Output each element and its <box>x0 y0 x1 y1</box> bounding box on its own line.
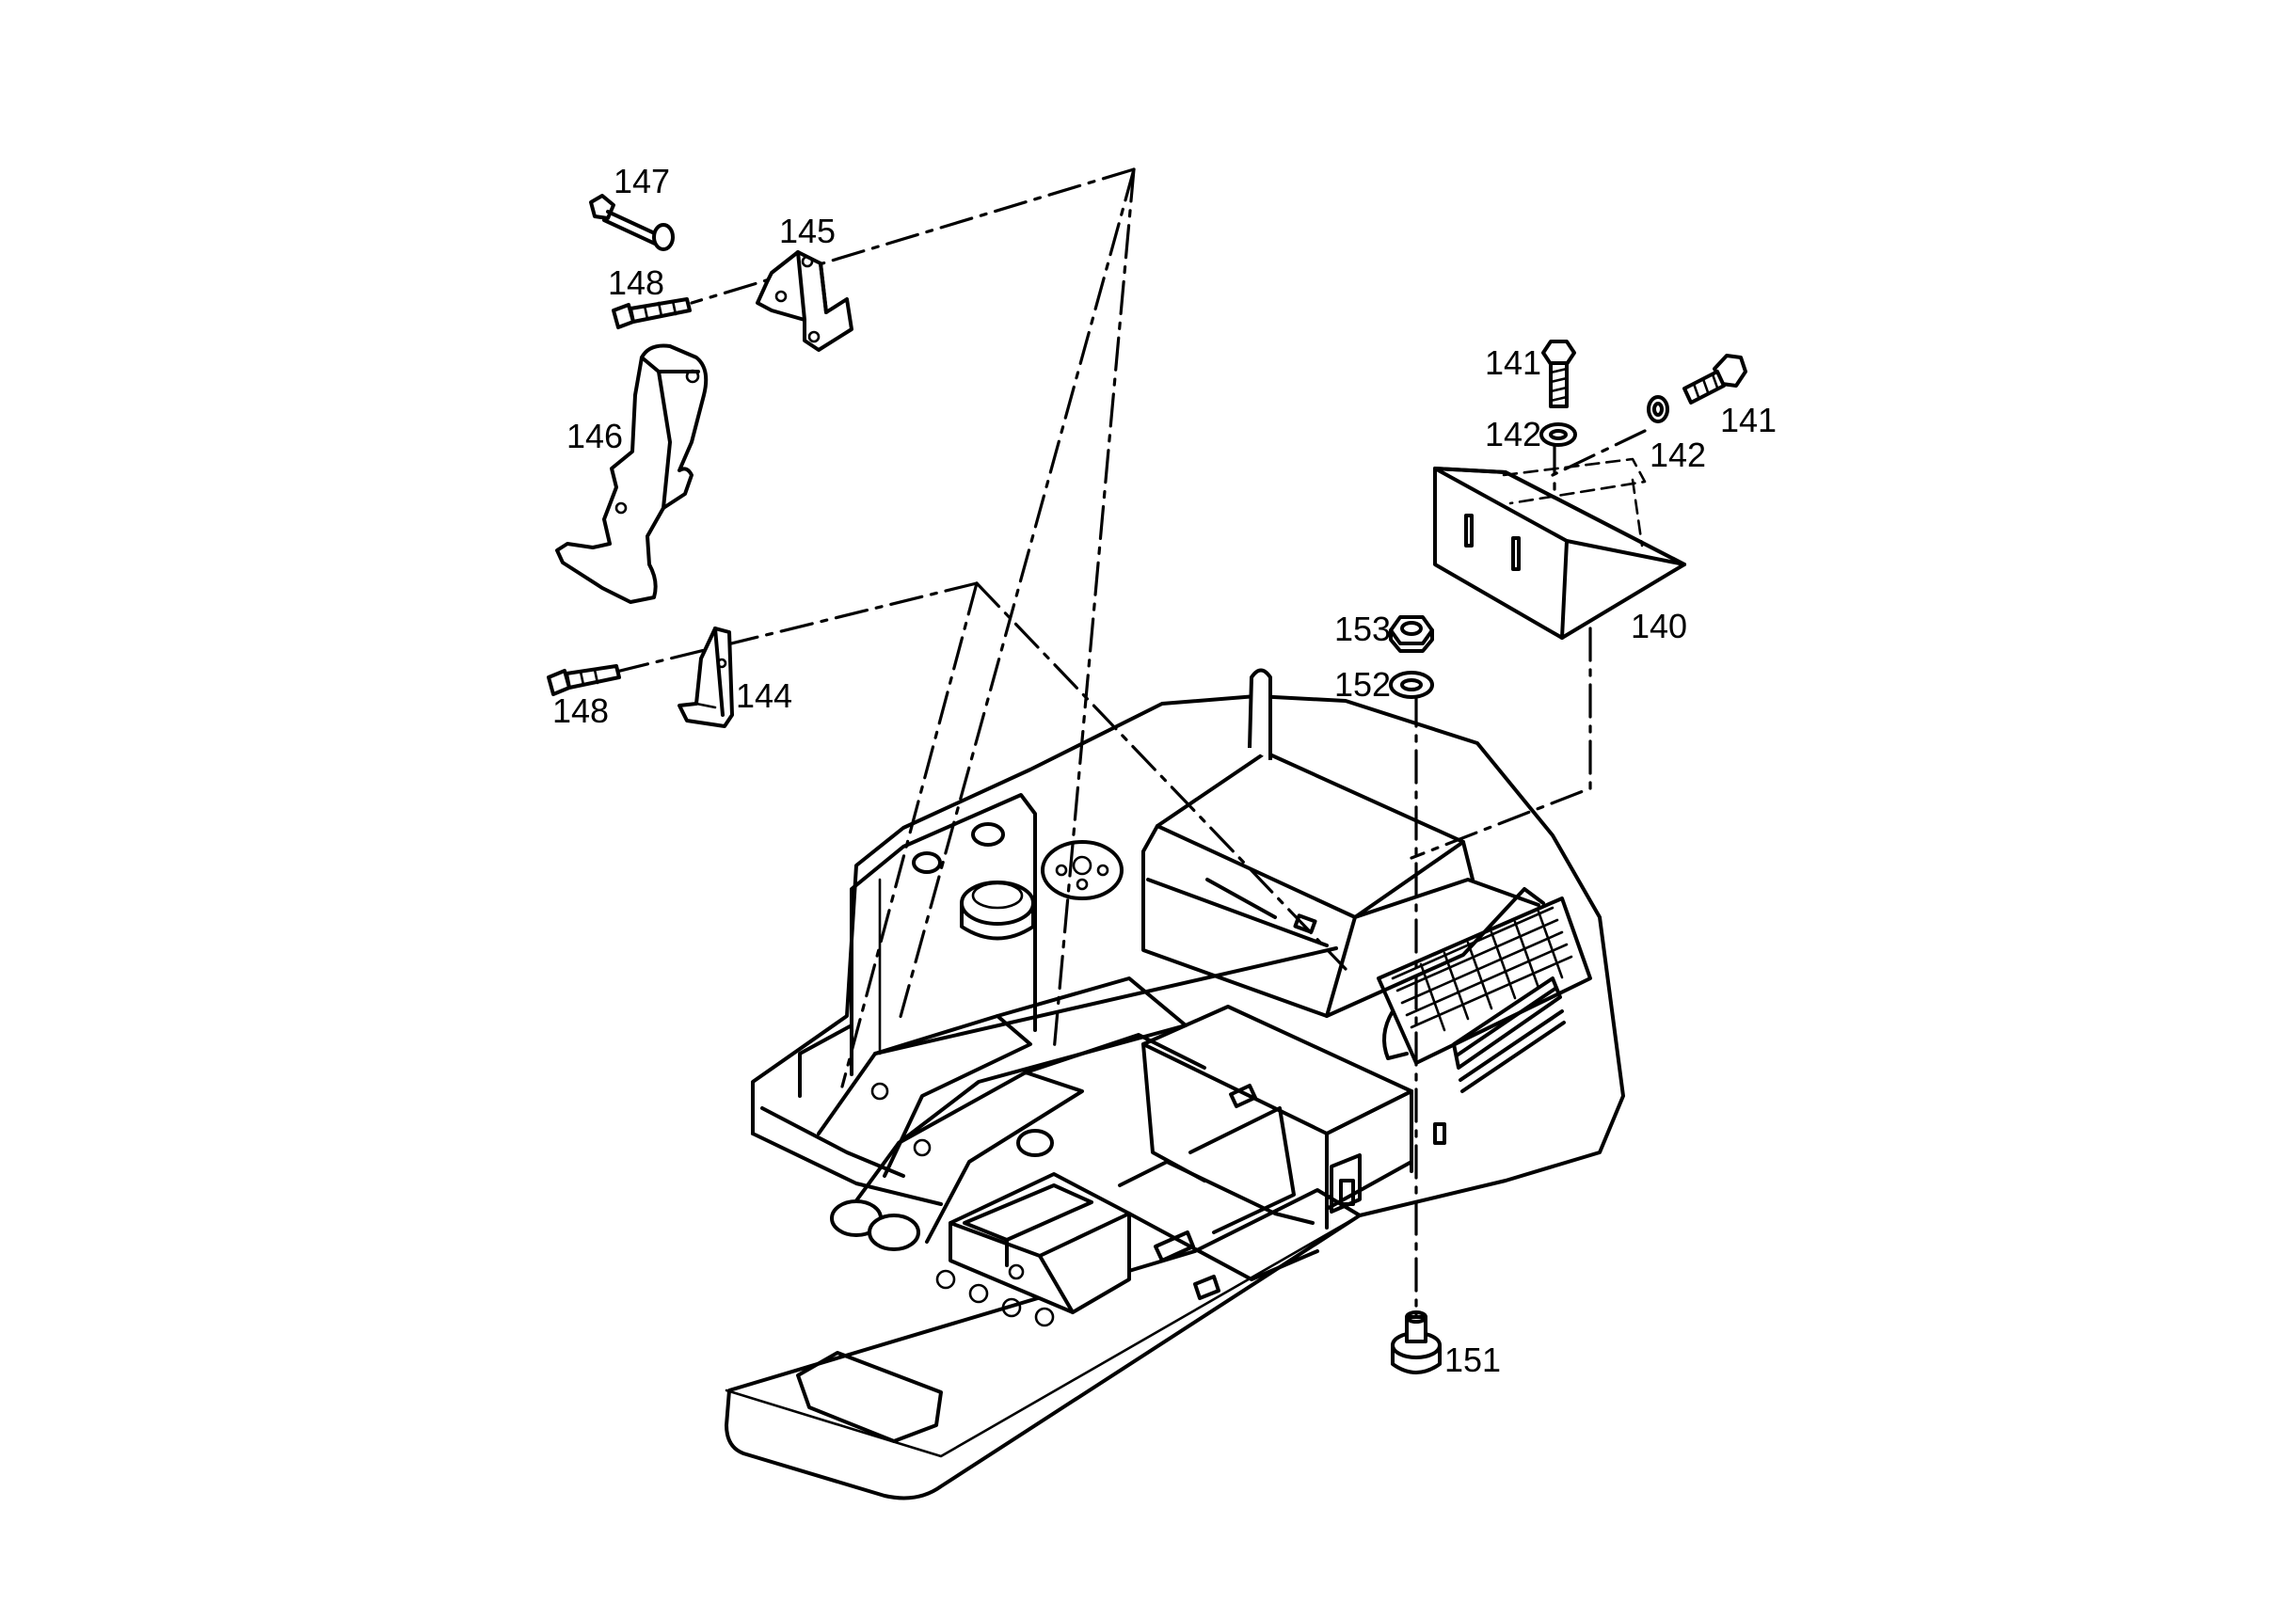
part-153-nut <box>1389 615 1434 653</box>
label-148-bottom: 148 <box>552 691 609 730</box>
part-147-pin <box>589 194 675 251</box>
label-141-left: 141 <box>1485 343 1541 382</box>
part-140-bracket <box>1433 457 1686 640</box>
label-148-top: 148 <box>608 263 664 302</box>
label-147: 147 <box>614 162 670 200</box>
part-141-bolt-vertical <box>1541 340 1576 408</box>
part-144-clip <box>678 627 734 728</box>
assembly-lines <box>561 167 1647 1326</box>
part-148-pin-a <box>612 297 692 329</box>
part-142-washer-a <box>1539 422 1577 447</box>
label-153: 153 <box>1334 610 1391 648</box>
label-152: 152 <box>1334 665 1391 704</box>
part-142-washer-b <box>1647 395 1669 423</box>
label-146: 146 <box>566 417 623 455</box>
label-140: 140 <box>1631 607 1687 645</box>
label-141-right: 141 <box>1720 401 1777 439</box>
side-vent <box>1452 976 1566 1093</box>
label-145: 145 <box>779 212 836 250</box>
part-145-bracket <box>756 250 853 352</box>
part-152-washer <box>1389 671 1434 699</box>
machine-body <box>725 668 1625 1500</box>
label-151: 151 <box>1444 1341 1501 1379</box>
label-142-right: 142 <box>1650 436 1706 474</box>
part-146-pedal <box>555 343 709 604</box>
radiator-grille <box>1391 906 1573 1032</box>
part-141-bolt-horizontal <box>1682 354 1747 405</box>
label-144: 144 <box>736 676 792 715</box>
label-142-left: 142 <box>1485 415 1541 453</box>
part-labels: 147 145 148 146 148 144 141 142 141 142 … <box>552 162 1777 1379</box>
part-148-pin-b <box>547 664 621 696</box>
part-151-mount <box>1391 1310 1442 1374</box>
